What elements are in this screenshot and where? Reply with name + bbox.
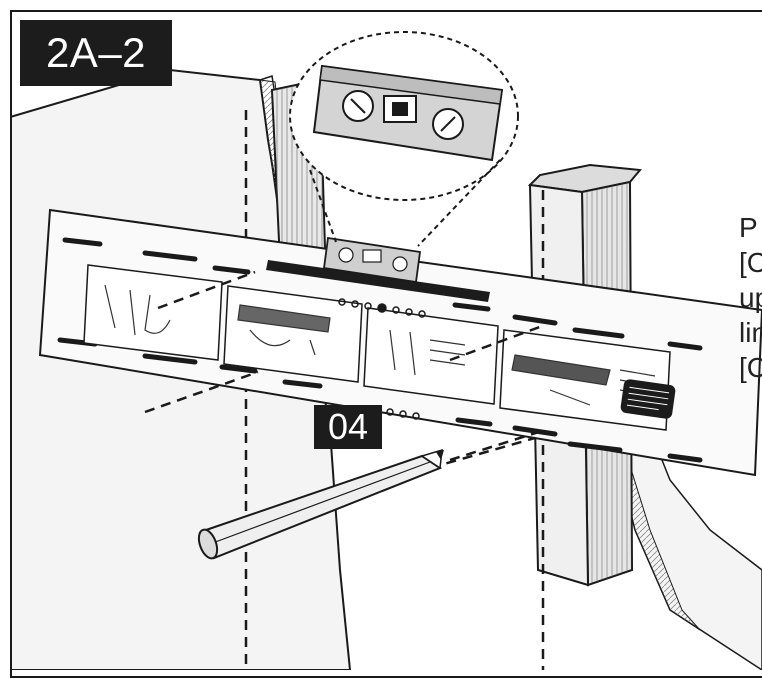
instruction-line: up	[739, 282, 762, 313]
pencil-icon	[197, 448, 444, 560]
part-number-badge: 04	[314, 405, 382, 449]
step-badge: 2A–2	[20, 20, 172, 86]
instruction-line: [C	[739, 247, 762, 278]
marking-lines	[144, 270, 546, 470]
installation-illustration	[10, 31, 762, 670]
magnifier-callout-icon	[289, 31, 519, 247]
spirit-level-icon	[322, 236, 422, 284]
wall-template	[38, 208, 762, 477]
instruction-line: P	[739, 212, 758, 243]
instruction-panel: 2A–2 04	[10, 10, 762, 670]
instruction-text: P [C up lin [C	[739, 210, 762, 385]
instruction-line: [C	[739, 352, 762, 383]
instruction-line: lin	[739, 317, 762, 348]
